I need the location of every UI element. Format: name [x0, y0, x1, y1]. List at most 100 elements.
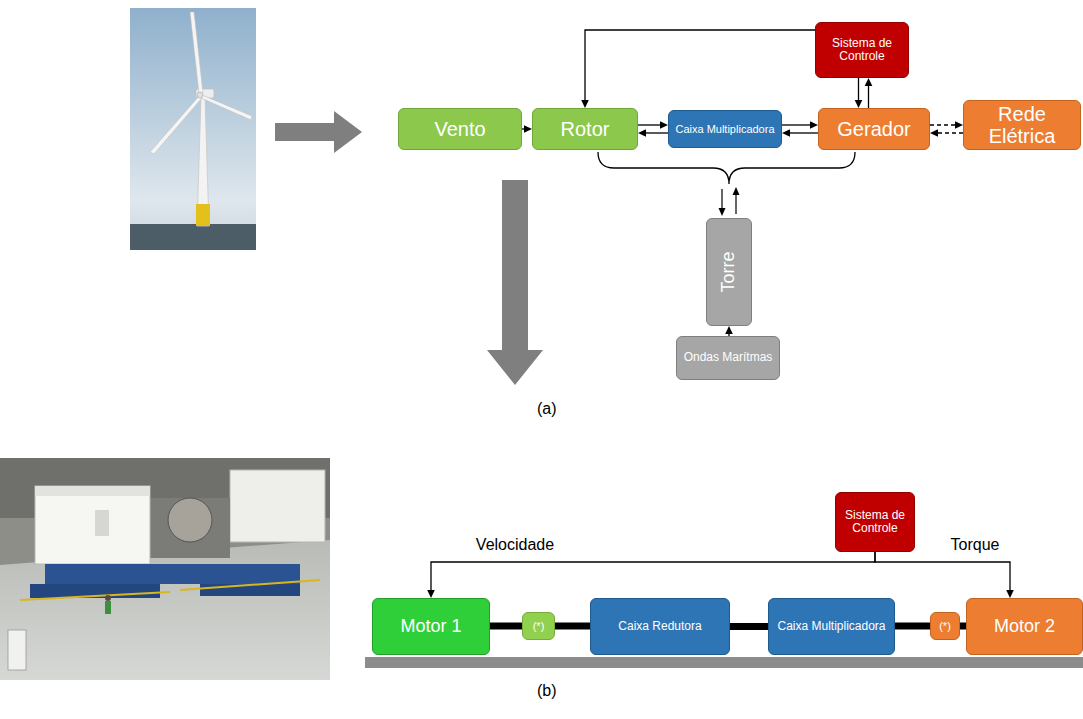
- connector-line: [868, 84, 869, 108]
- figure-label: (b): [537, 682, 557, 700]
- arrow-head: [955, 121, 963, 129]
- brace-part: [598, 152, 855, 184]
- node-text: Vento: [434, 118, 485, 140]
- shaft-line: [895, 623, 930, 630]
- connector-line: [788, 132, 818, 133]
- edge-label: Velocidade: [474, 536, 556, 554]
- node-text: Ondas Marítmas: [684, 351, 773, 364]
- connector-line: [585, 30, 815, 102]
- turbine-photo: [130, 8, 256, 250]
- tower-arrows-part: [719, 208, 726, 216]
- test-bench-photo-part: [180, 580, 320, 590]
- big-arrow: [275, 111, 543, 385]
- connector: [782, 121, 818, 137]
- test-bench-photo-part: [95, 510, 109, 536]
- turbine-photo-part: [130, 8, 256, 250]
- node-text: Sistema de Controle: [836, 509, 914, 535]
- test-bench-photo-part: [230, 470, 325, 542]
- node-text: Motor 2: [994, 617, 1055, 637]
- node-text: Gerador: [837, 118, 910, 140]
- big-arrow-part: [275, 111, 362, 153]
- node-text: Motor 1: [400, 617, 461, 637]
- shaft-line: [555, 623, 590, 630]
- arrow-head: [855, 100, 863, 108]
- connector-line: [858, 78, 859, 102]
- motor-box: Motor 1: [372, 598, 490, 655]
- process-box: Caixa Multiplicadora: [668, 110, 782, 148]
- test-bench-photo-part: [0, 458, 330, 680]
- test-bench-photo-part: [35, 486, 150, 496]
- node-text: Caixa Redutora: [618, 620, 701, 633]
- process-box: Rotor: [532, 108, 638, 150]
- brace: [598, 152, 855, 184]
- shaft-connector: [555, 626, 590, 627]
- bench-base: [365, 657, 1083, 668]
- connector: [930, 121, 963, 137]
- process-box: Gerador: [818, 108, 930, 150]
- shaft-connector: [895, 626, 930, 627]
- edge-label: Torque: [949, 536, 1002, 554]
- motor-box: Motor 2: [966, 598, 1083, 655]
- turbine-photo-part: [190, 12, 203, 94]
- big-arrow-part: [487, 180, 543, 385]
- process-box: Vento: [398, 108, 522, 150]
- arrow-head: [810, 121, 818, 129]
- test-bench-photo-part: [105, 601, 111, 614]
- arrow-head: [865, 78, 873, 86]
- connector: [875, 552, 1014, 598]
- turbine-photo-part: [150, 96, 202, 154]
- connector-line: [431, 552, 875, 592]
- figure-label: (a): [537, 400, 557, 418]
- connector-line: [782, 124, 812, 125]
- arrow-head: [638, 129, 646, 137]
- turbine-photo-part: [197, 92, 203, 98]
- node-text: Rotor: [561, 118, 610, 140]
- coupling-box: (*): [930, 612, 960, 640]
- test-bench-photo-part: [150, 498, 230, 558]
- test-bench-photo-part: [8, 630, 26, 670]
- bench-base-part: [365, 657, 1083, 668]
- arrow-head: [660, 121, 668, 129]
- arrow-head: [524, 125, 532, 133]
- connector: [725, 326, 733, 336]
- turbine-photo-part: [196, 204, 210, 226]
- turbine-photo-part: [197, 98, 209, 226]
- tower-arrows-part: [735, 194, 736, 214]
- connector: [855, 78, 873, 108]
- test-bench-photo-part: [105, 595, 111, 601]
- connector-line: [930, 124, 957, 125]
- connector-line: [936, 132, 963, 133]
- gearbox-box: Caixa Redutora: [590, 598, 730, 655]
- control-box: Sistema de Controle: [815, 22, 909, 78]
- node-text: Torre: [719, 251, 739, 292]
- connector-line: [875, 552, 1010, 592]
- turbine-photo-part: [130, 224, 256, 250]
- connector: [427, 552, 875, 598]
- tower-arrows-part: [733, 187, 740, 195]
- node-text: Caixa Multiplicadora: [777, 620, 885, 633]
- test-bench-photo-part: [20, 592, 170, 600]
- connector: [638, 121, 668, 137]
- tower-arrows: [719, 187, 740, 216]
- node-text: (*): [939, 620, 951, 632]
- arrow-head: [581, 100, 589, 108]
- arrow-head: [1006, 590, 1014, 598]
- shaft-line: [730, 623, 768, 630]
- arrow-head: [782, 129, 790, 137]
- arrow-head: [725, 326, 733, 334]
- connector: [581, 30, 815, 108]
- tower-arrows-part: [721, 189, 722, 209]
- shaft-connector: [490, 626, 522, 627]
- input-box: Ondas Marítmas: [676, 336, 780, 380]
- test-bench-photo-part: [45, 564, 300, 584]
- node-text: Sistema de Controle: [816, 37, 908, 63]
- connector-line: [644, 132, 668, 133]
- test-bench-photo: [0, 458, 330, 680]
- test-bench-photo-part: [35, 486, 150, 564]
- arrow-head: [930, 129, 938, 137]
- coupling-box: (*): [522, 612, 555, 640]
- shaft-line: [490, 623, 522, 630]
- node-text: Caixa Multiplicadora: [675, 123, 774, 135]
- node-text: Rede Elétrica: [964, 103, 1080, 147]
